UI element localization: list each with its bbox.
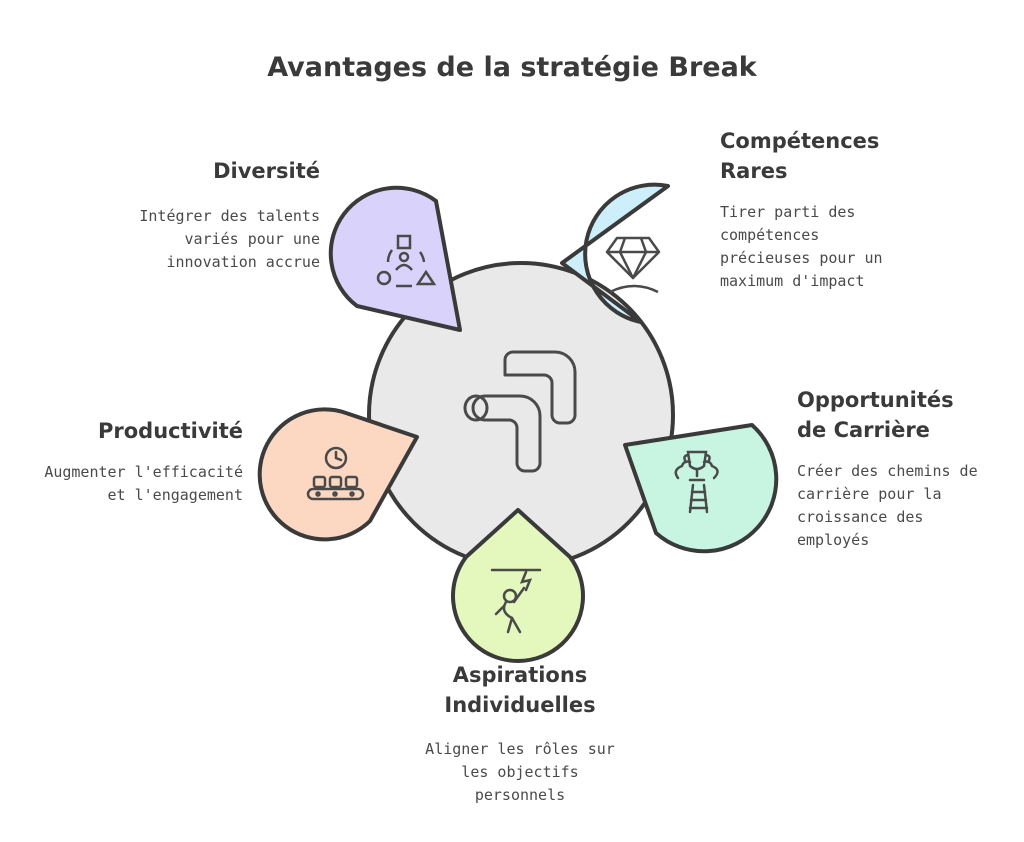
break-arrow-icon: [463, 350, 577, 473]
diversite-teardrop: [328, 185, 462, 332]
carriere-teardrop: [623, 423, 779, 554]
productivite-node: [257, 407, 419, 542]
carriere-node: [623, 423, 779, 554]
diamond-icon: [605, 236, 661, 294]
competences-heading: Compétences Rares: [720, 129, 880, 183]
trophy-ladder-icon: [674, 450, 719, 514]
diversite-description: Intégrer des talents variés pour une inn…: [139, 207, 320, 271]
reaching-person-icon: [490, 568, 542, 634]
aspirations-heading: Aspirations Individuelles: [444, 663, 596, 717]
carriere-heading: Opportunités de Carrière: [797, 388, 954, 442]
diagram-title: Avantages de la stratégie Break: [267, 52, 757, 83]
conveyor-clock-icon: [306, 446, 365, 501]
productivite-heading: Productivité: [97, 419, 243, 443]
aspirations-description: Aligner les rôles sur les objectifs pers…: [425, 740, 615, 804]
productivite-description: Augmenter l'efficacité et l'engagement: [44, 463, 243, 504]
diversity-shapes-icon: [376, 234, 437, 288]
diversite-node: [328, 185, 462, 332]
competences-node: [560, 182, 670, 324]
carriere-description: Créer des chemins de carrière pour la cr…: [797, 462, 978, 549]
competences-description: Tirer parti des compétences précieuses p…: [720, 203, 883, 290]
aspirations-teardrop: [451, 508, 585, 663]
competences-teardrop: [560, 182, 670, 324]
aspirations-node: [451, 508, 585, 663]
diversite-heading: Diversité: [213, 159, 320, 183]
productivite-teardrop: [257, 407, 419, 542]
